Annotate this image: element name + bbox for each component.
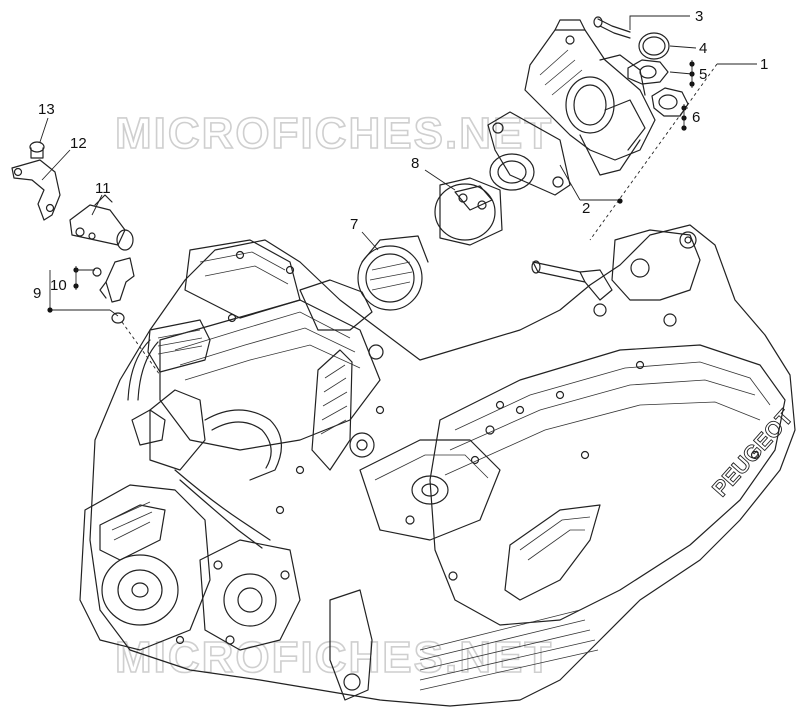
callout-12: 12 <box>70 135 87 152</box>
callout-6: 6 <box>692 109 700 126</box>
callout-9: 9 <box>33 285 41 302</box>
callout-11: 11 <box>95 180 111 197</box>
callout-1: 1 <box>760 56 768 73</box>
callout-10: 10 <box>50 277 67 294</box>
callout-8: 8 <box>411 155 419 172</box>
intake-hose-7 <box>357 235 429 311</box>
watermark-top: MICROFICHES.NET <box>115 109 553 158</box>
screw-3 <box>593 16 631 39</box>
callout-13: 13 <box>38 101 55 118</box>
callout-4: 4 <box>699 40 707 57</box>
callout-5: 5 <box>699 66 707 83</box>
callout-2: 2 <box>582 200 590 217</box>
gasket-6 <box>651 87 689 117</box>
gasket-5 <box>627 59 669 85</box>
injector-holder-11 <box>69 194 134 251</box>
leader-lines <box>39 15 757 376</box>
injector-9 <box>92 257 135 324</box>
hose-clamp-8 <box>434 177 503 246</box>
intake-manifold-2 <box>487 111 571 196</box>
throttle-body <box>524 19 656 176</box>
bolt-13 <box>29 141 45 159</box>
callout-labels: 1 2 3 4 5 6 7 8 9 10 11 12 13 <box>33 8 768 302</box>
watermark-bottom: MICROFICHES.NET <box>115 633 553 682</box>
callout-3: 3 <box>695 8 703 25</box>
o-ring-4 <box>638 32 670 60</box>
bracket-12 <box>11 159 61 221</box>
callout-7: 7 <box>350 216 358 233</box>
